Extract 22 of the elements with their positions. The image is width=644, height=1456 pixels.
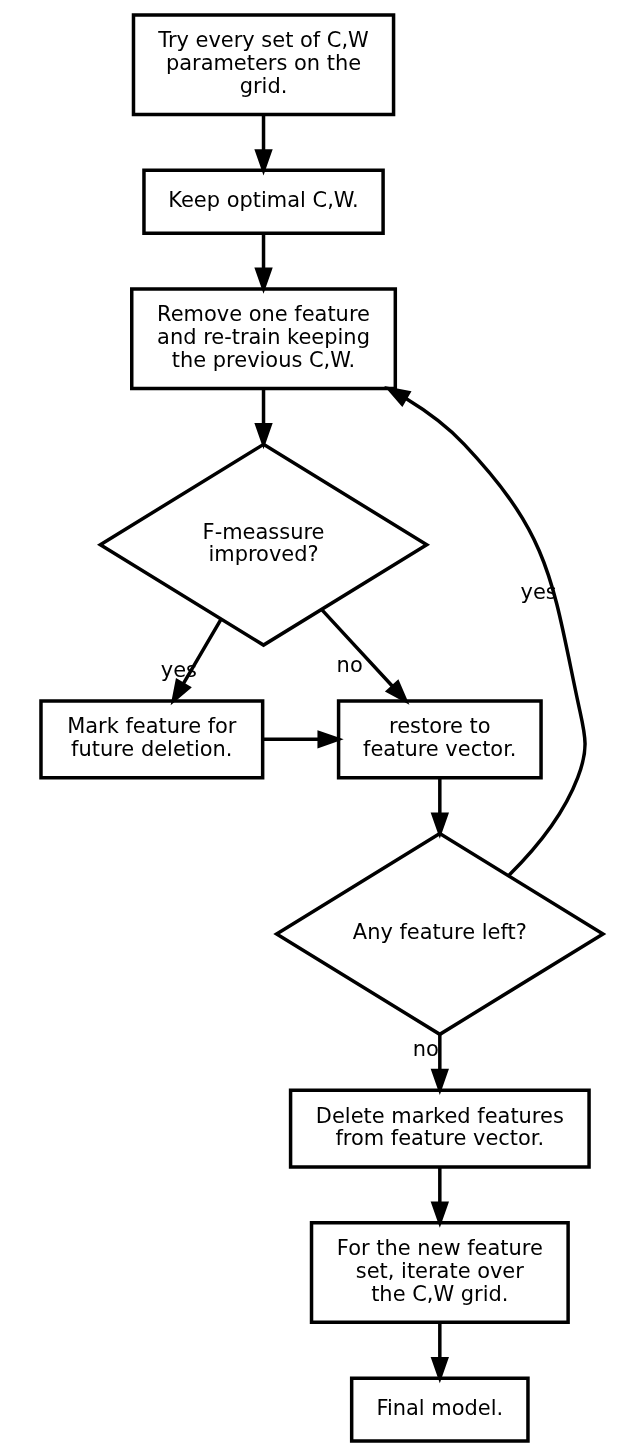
node-box: restore to feature vector. bbox=[336, 699, 543, 780]
arrow bbox=[254, 114, 273, 176]
node-box: Final model. bbox=[349, 1376, 530, 1443]
node-box: Mark feature for future deletion. bbox=[39, 699, 265, 780]
node-box: Keep optimal C,W. bbox=[142, 168, 385, 235]
arrow bbox=[384, 386, 587, 877]
edge-label: no bbox=[412, 1037, 439, 1062]
arrow bbox=[430, 1167, 449, 1228]
node-box: Try every set of C,W parameters on the grid. bbox=[131, 13, 396, 117]
arrow bbox=[320, 608, 410, 705]
node-box: Delete marked features from feature vector. bbox=[288, 1088, 591, 1169]
node-box: Remove one feature and re-train keeping the previous C,W. bbox=[130, 287, 398, 391]
arrow bbox=[430, 777, 449, 839]
arrow bbox=[430, 1322, 449, 1384]
arrow bbox=[254, 389, 273, 450]
edge-label: no bbox=[336, 652, 363, 677]
arrow bbox=[430, 1034, 449, 1096]
arrow bbox=[263, 730, 344, 749]
arrow bbox=[254, 233, 273, 294]
node-box: For the new feature set, iterate over the C,W grid. bbox=[309, 1221, 570, 1325]
node-diamond: F-meassure improved? bbox=[97, 442, 431, 648]
node-diamond: Any feature left? bbox=[273, 831, 607, 1037]
